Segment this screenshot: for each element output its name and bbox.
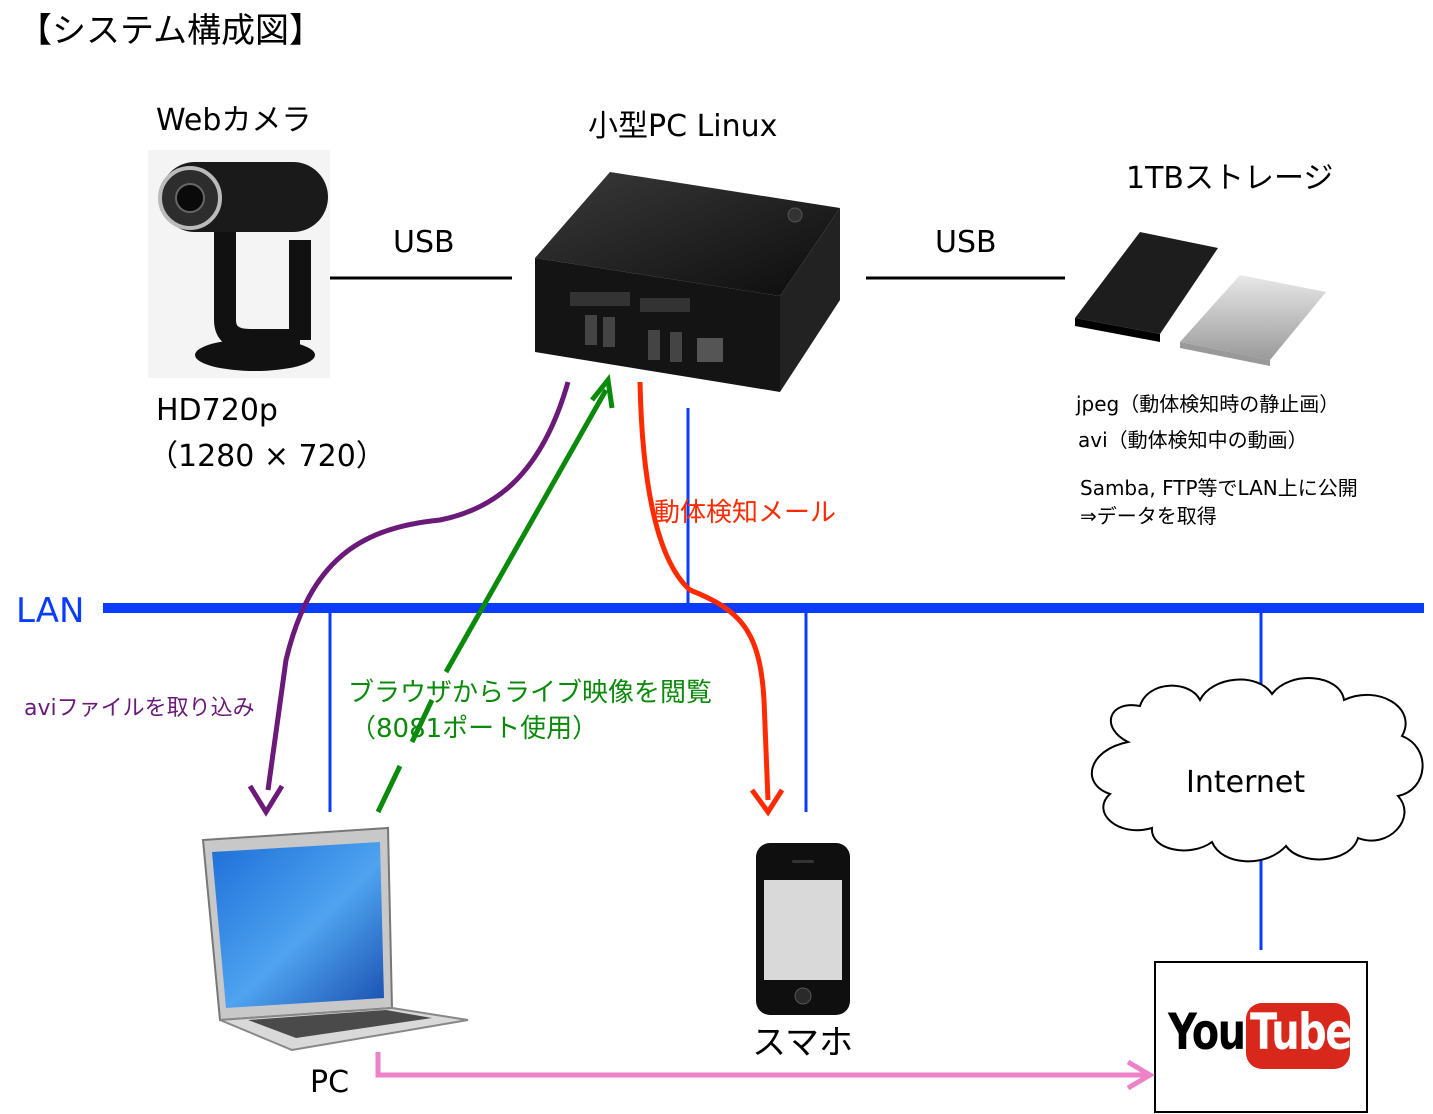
storage-note-4: ⇒データを取得 [1080, 504, 1217, 528]
storage-note-3: Samba, FTP等でLAN上に公開 [1080, 476, 1358, 500]
storage-image [1075, 232, 1326, 366]
mini-pc-label: 小型PC Linux [588, 109, 778, 144]
storage-label: 1TBストレージ [1126, 161, 1334, 196]
page-title: 【システム構成図】 [18, 11, 323, 51]
pc-to-youtube-arrow [375, 1052, 1148, 1078]
browser-live-arrowhead [590, 373, 615, 409]
pc-to-youtube-arrowhead [1126, 1059, 1155, 1091]
browser-live-label: ブラウザからライブ映像を閲覧 [348, 678, 713, 708]
webcam-image [148, 150, 330, 378]
webcam-resolution: HD720p [156, 393, 278, 428]
webcam-resolution-detail: （1280 × 720） [148, 439, 386, 474]
avi-import-arrowhead [247, 784, 285, 817]
mini-pc-image [535, 172, 840, 392]
webcam-label: Webカメラ [156, 103, 312, 138]
usb-label-left: USB [393, 225, 455, 260]
pc-label: PC [310, 1065, 350, 1100]
avi-import-arrow [265, 381, 571, 791]
usb-label-right: USB [935, 225, 997, 260]
browser-live-arrow [375, 388, 609, 814]
lan-label: LAN [16, 591, 85, 631]
browser-live-port-label: （8081ポート使用） [350, 714, 599, 744]
storage-note-2: avi（動体検知中の動画） [1078, 428, 1308, 452]
internet-label: Internet [1186, 765, 1306, 800]
smartphone-label: スマホ [752, 1023, 853, 1063]
motion-mail-arrow [637, 381, 771, 801]
avi-import-label: aviファイルを取り込み [24, 696, 255, 721]
laptop-image [201, 826, 469, 1052]
youtube-logo-tube: Tube [1250, 1003, 1352, 1061]
youtube-tube-badge [1246, 1003, 1350, 1069]
storage-note-1: jpeg（動体検知時の静止画） [1076, 392, 1340, 416]
smartphone-image [756, 843, 850, 1015]
motion-mail-label: 動体検知メール [654, 498, 837, 528]
youtube-logo-you: You [1168, 1003, 1246, 1061]
motion-mail-arrowhead [749, 788, 785, 817]
internet-cloud [1091, 677, 1424, 863]
